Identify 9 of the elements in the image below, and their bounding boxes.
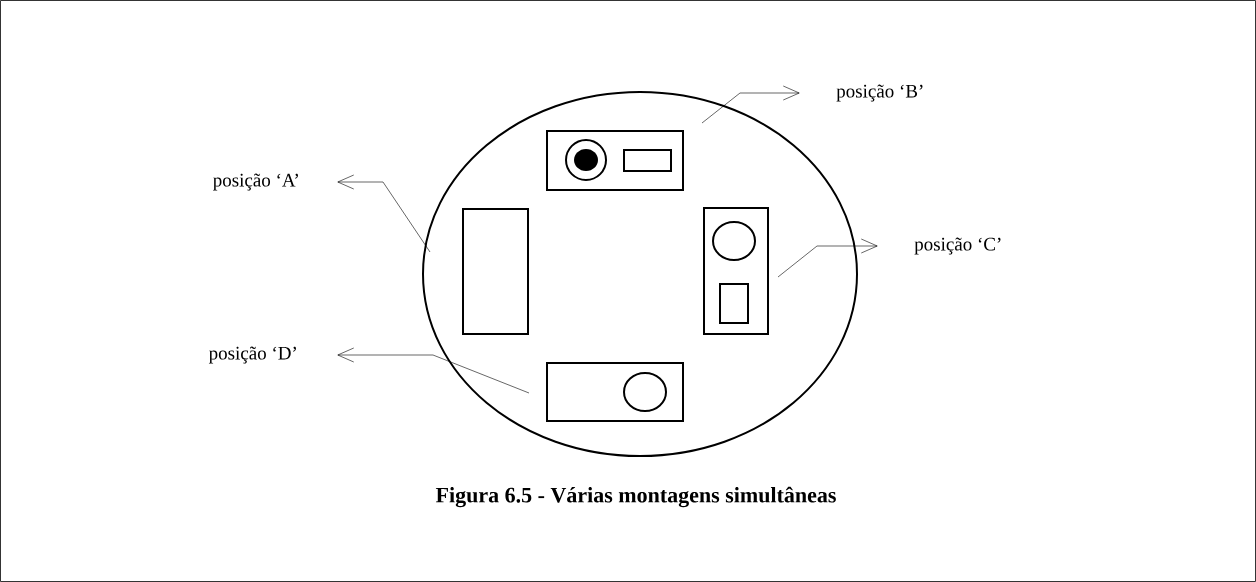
position-label: posição ‘A’ — [213, 173, 298, 191]
leader-arrow — [337, 347, 530, 394]
position-label: posição ‘D’ — [208, 346, 296, 364]
position-label: posição ‘B’ — [836, 84, 923, 102]
leader-arrow — [337, 174, 431, 253]
leader-arrow — [701, 85, 800, 124]
leader-arrow — [777, 238, 878, 278]
position-label: posição ‘C’ — [914, 237, 1001, 255]
figure-caption: Figura 6.5 - Várias montagens simultâneas — [435, 486, 836, 508]
